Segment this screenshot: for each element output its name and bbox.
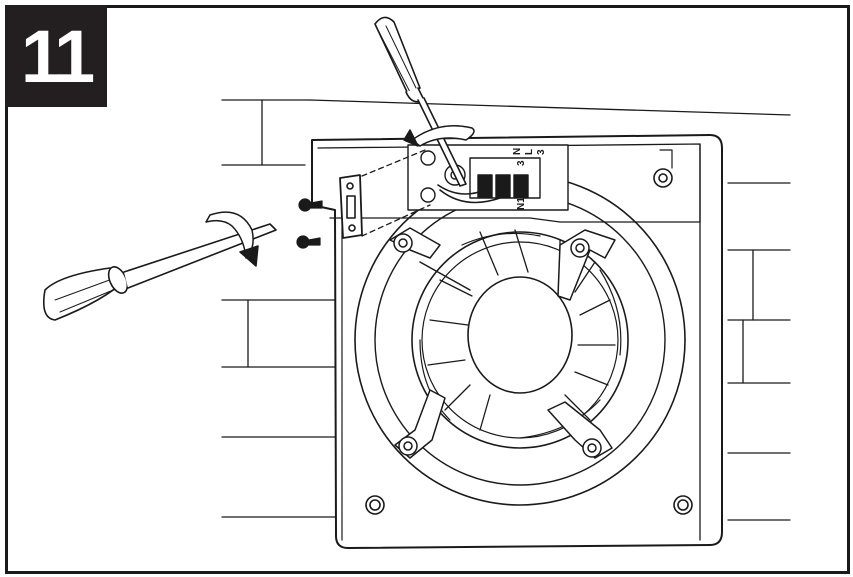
screwdriver-icon [374, 16, 467, 187]
rotation-arrow-icon [403, 125, 475, 147]
cable-clamp-icon [339, 149, 431, 239]
rotation-arrow-icon [205, 211, 259, 267]
step-number: 11 [20, 14, 95, 98]
fan-unit-icon [311, 134, 723, 549]
terminal-label-l2: L2 [516, 174, 527, 186]
brick-wall-icon [221, 99, 791, 521]
step-number-badge: 11 [5, 5, 107, 107]
terminal-block [407, 144, 569, 211]
terminal-labels: N L 3 N1 L2 3 [512, 148, 547, 210]
terminal-label-3: 3 [536, 149, 547, 155]
shutter-clip [389, 227, 616, 459]
screwdriver-icon [42, 223, 277, 321]
terminal-label-3b: 3 [516, 160, 527, 166]
terminal-label-l: L [524, 149, 535, 155]
terminal-label-n1: N1 [516, 197, 527, 210]
illustration-frame [5, 5, 850, 574]
terminal-label-n: N [512, 148, 523, 155]
screw-icon [296, 198, 323, 249]
